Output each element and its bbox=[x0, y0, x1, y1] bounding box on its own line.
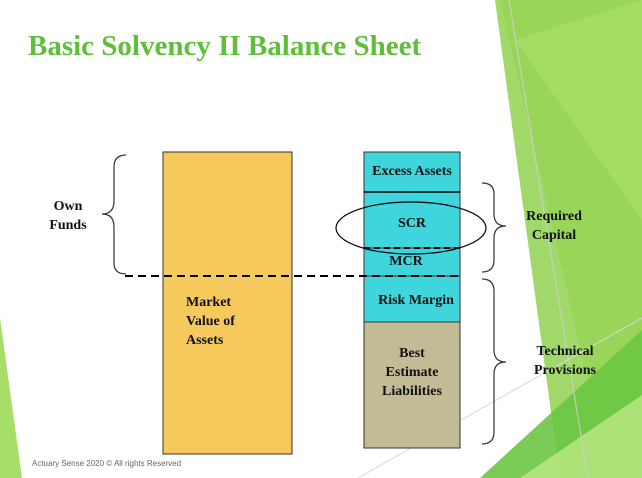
assets-label-line-2: Value of bbox=[186, 314, 235, 329]
decoration-mid-triangle bbox=[515, 0, 642, 220]
assets-block bbox=[162, 151, 293, 455]
decoration-line-1 bbox=[508, 0, 589, 478]
copyright-footer: Actuary Sense 2020 © All rights Reserved bbox=[32, 459, 182, 468]
scr-label: SCR bbox=[397, 216, 426, 231]
required-capital-bracket bbox=[481, 182, 507, 273]
excess-assets-label: Excess Assets bbox=[372, 164, 452, 179]
assets-label-line-3: Assets bbox=[186, 333, 224, 348]
best-estimate-label-line-3: Liabilities bbox=[382, 384, 442, 399]
risk-margin-block bbox=[363, 275, 461, 323]
required-capital-label: Required Capital bbox=[514, 207, 594, 245]
slide-title: Basic Solvency II Balance Sheet bbox=[28, 30, 422, 62]
best-estimate-label: Best Estimate Liabilities bbox=[364, 344, 460, 401]
mcr-block bbox=[363, 247, 461, 277]
own-funds-label-line-1: Own bbox=[53, 199, 83, 214]
best-estimate-label-line-1: Best bbox=[399, 346, 425, 361]
own-funds-label: Own Funds bbox=[40, 197, 96, 235]
risk-margin-label: Risk Margin bbox=[378, 293, 454, 308]
mcr-label: MCR bbox=[389, 254, 423, 269]
decoration-line-2 bbox=[357, 317, 642, 478]
decoration-left-triangle bbox=[0, 318, 22, 478]
assets-label: Market Value of Assets bbox=[186, 293, 235, 350]
technical-provisions-label-line-2: Provisions bbox=[534, 363, 596, 378]
technical-provisions-label: Technical Provisions bbox=[522, 342, 608, 380]
required-capital-label-line-1: Required bbox=[526, 209, 582, 224]
scr-highlight-ellipse bbox=[335, 201, 487, 255]
excess-assets-block bbox=[363, 151, 461, 193]
best-estimate-block bbox=[363, 321, 461, 449]
own-funds-bracket bbox=[101, 154, 127, 275]
technical-provisions-label-line-1: Technical bbox=[536, 344, 594, 359]
best-estimate-label-line-2: Estimate bbox=[385, 365, 439, 380]
required-capital-label-line-2: Capital bbox=[531, 228, 577, 243]
own-funds-label-line-2: Funds bbox=[49, 218, 87, 233]
technical-provisions-bracket bbox=[481, 278, 507, 445]
assets-label-line-1: Market bbox=[186, 295, 232, 310]
